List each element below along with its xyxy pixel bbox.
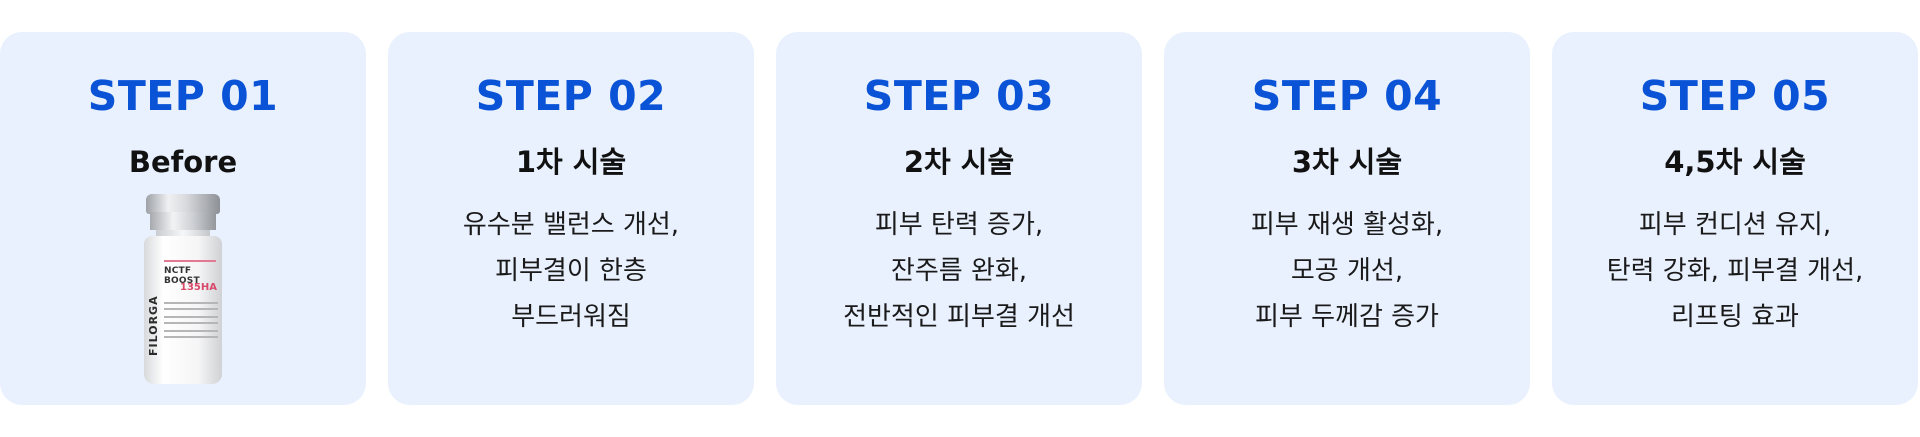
step-desc-line: 잔주름 완화, xyxy=(890,256,1028,286)
step-description: 피부 재생 활성화, 모공 개선, 피부 두께감 증가 xyxy=(1251,202,1443,340)
step-title: STEP 05 xyxy=(1639,72,1831,120)
step-desc-line: 모공 개선, xyxy=(1290,256,1404,286)
step-desc-line: 리프팅 효과 xyxy=(1671,302,1799,332)
step-description: 피부 탄력 증가, 잔주름 완화, 전반적인 피부결 개선 xyxy=(843,202,1075,340)
vial-fine-print xyxy=(164,308,218,310)
step-desc-line: 부드러워짐 xyxy=(511,302,631,332)
step-title: STEP 03 xyxy=(863,72,1055,120)
vial-body: FILORGA NCTF BOOST 135HA xyxy=(144,236,222,384)
step-desc-line: 피부결이 한층 xyxy=(495,256,647,286)
step-desc-line: 피부 두께감 증가 xyxy=(1255,302,1439,332)
vial-fine-print xyxy=(164,316,218,318)
step-subtitle: Before xyxy=(128,145,238,179)
step-title: STEP 01 xyxy=(87,72,279,120)
step-desc-line: 피부 재생 활성화, xyxy=(1250,210,1444,240)
step-desc-line: 피부 컨디션 유지, xyxy=(1638,210,1832,240)
vial-product-code: 135HA xyxy=(180,282,217,293)
vial-crimp xyxy=(150,212,216,230)
step-desc-line: 탄력 강화, 피부결 개선, xyxy=(1606,256,1864,286)
step-subtitle: 1차 시술 xyxy=(515,145,627,179)
vial-label-stripe xyxy=(164,260,216,262)
vial-fine-print xyxy=(164,330,218,332)
step-desc-line: 전반적인 피부결 개선 xyxy=(843,302,1075,332)
step-desc-line: 피부 탄력 증가, xyxy=(874,210,1044,240)
steps-row: STEP 01 Before FILORGA NCTF BOOST 135HA … xyxy=(0,32,1920,405)
step-card-05: STEP 05 4,5차 시술 피부 컨디션 유지, 탄력 강화, 피부결 개선… xyxy=(1552,32,1918,405)
vial-fine-print xyxy=(164,322,218,324)
vial-fine-print xyxy=(164,336,218,338)
vial-fine-print xyxy=(164,302,218,304)
step-card-04: STEP 04 3차 시술 피부 재생 활성화, 모공 개선, 피부 두께감 증… xyxy=(1164,32,1530,405)
vial-brand: FILORGA xyxy=(147,295,160,357)
vial-product-name: NCTF BOOST xyxy=(164,266,200,286)
vial-neck xyxy=(156,230,210,238)
step-card-02: STEP 02 1차 시술 유수분 밸런스 개선, 피부결이 한층 부드러워짐 xyxy=(388,32,754,405)
step-title: STEP 02 xyxy=(475,72,667,120)
step-card-03: STEP 03 2차 시술 피부 탄력 증가, 잔주름 완화, 전반적인 피부결… xyxy=(776,32,1142,405)
step-desc-line: 유수분 밸런스 개선, xyxy=(462,210,680,240)
step-subtitle: 4,5차 시술 xyxy=(1664,145,1806,179)
step-title: STEP 04 xyxy=(1251,72,1443,120)
product-vial-icon: FILORGA NCTF BOOST 135HA xyxy=(142,194,224,384)
step-description: 유수분 밸런스 개선, 피부결이 한층 부드러워짐 xyxy=(463,202,679,340)
step-subtitle: 3차 시술 xyxy=(1291,145,1403,179)
step-card-01: STEP 01 Before FILORGA NCTF BOOST 135HA xyxy=(0,32,366,405)
vial-cap xyxy=(146,194,220,214)
step-description: 피부 컨디션 유지, 탄력 강화, 피부결 개선, 리프팅 효과 xyxy=(1607,202,1864,340)
step-subtitle: 2차 시술 xyxy=(903,145,1015,179)
